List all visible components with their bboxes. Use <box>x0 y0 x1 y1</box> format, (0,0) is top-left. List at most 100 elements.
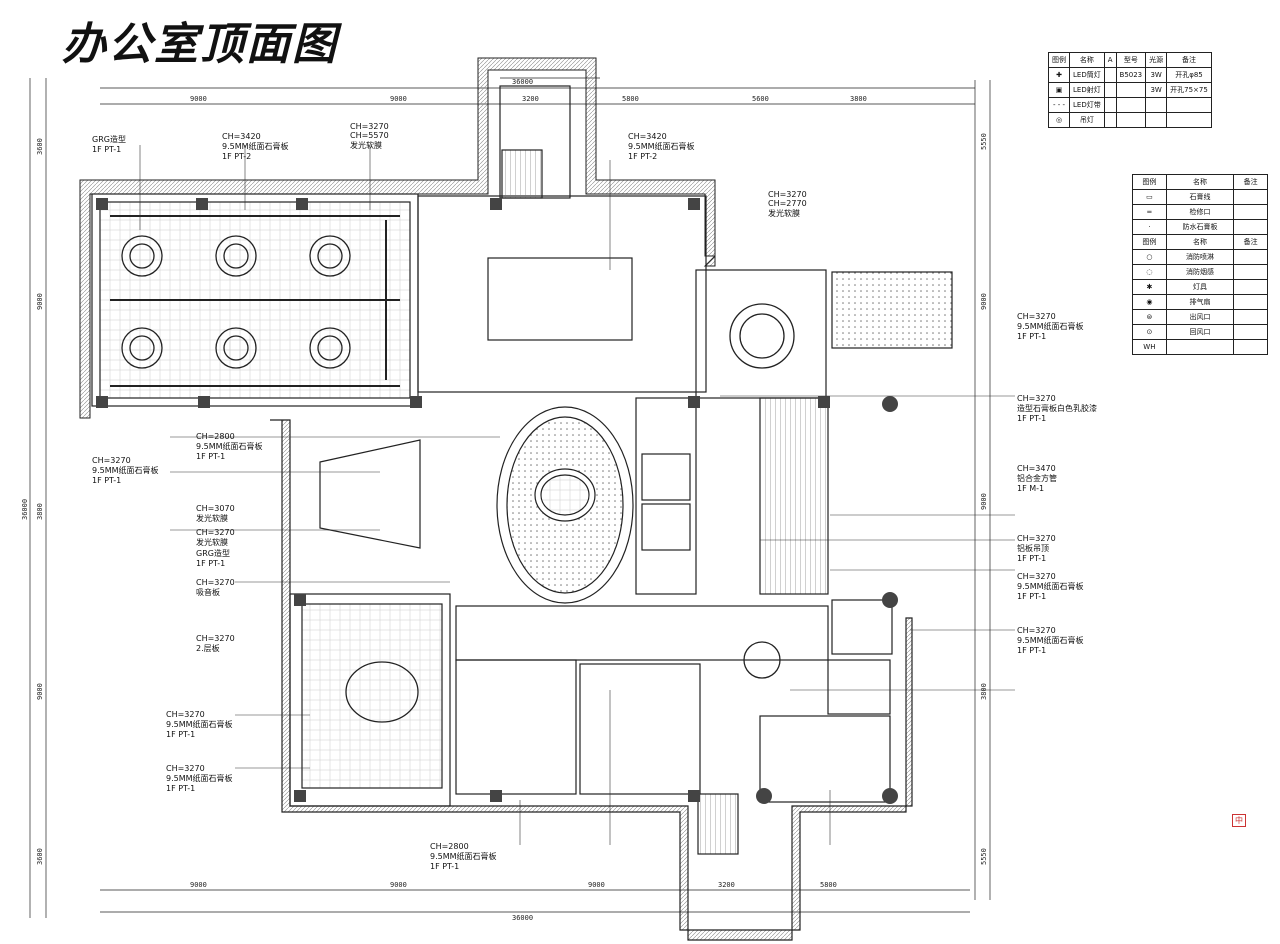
legend-cell: 回风口 <box>1165 324 1235 340</box>
legend-cell <box>1145 97 1168 113</box>
callout-left-7: CH=3270 2.层板 <box>196 634 235 654</box>
callout-ch3270-b: CH=3270 CH=2770 发光软膜 <box>768 190 807 219</box>
callout-grg: GRG造型 1F PT-1 <box>92 134 126 154</box>
callout-line: 1F PT-1 <box>166 784 196 793</box>
dim-right-0: 5550 <box>980 133 988 150</box>
callout-line: 铝合金方管 <box>1017 474 1057 483</box>
dim-top-2: 9000 <box>390 95 407 103</box>
callout-line: 1F PT-1 <box>196 452 226 461</box>
callout-line: 1F PT-1 <box>1017 414 1047 423</box>
legend-cell: 排气扇 <box>1165 294 1235 310</box>
legend-cell: LED射灯 <box>1069 82 1105 98</box>
callout-line: CH=5570 <box>350 131 389 140</box>
legend-cell: 3W <box>1145 82 1168 98</box>
callout-line: 1F PT-1 <box>1017 646 1047 655</box>
callout-line: CH=3420 <box>222 132 261 141</box>
callout-line: CH=3270 <box>768 190 807 199</box>
wh-symbol: WH <box>1132 339 1167 355</box>
callout-line: CH=3270 <box>92 456 131 465</box>
callout-left-6: CH=3270 吸音板 <box>196 578 235 598</box>
legend-cell <box>1233 279 1268 295</box>
legend-cell <box>1233 294 1268 310</box>
callout-ch3420-a: CH=3420 9.5MM纸面石膏板 1F PT-2 <box>222 132 289 161</box>
dim-bottom-3: 3200 <box>718 881 735 889</box>
callout-line: 9.5MM纸面石膏板 <box>92 466 159 475</box>
legend-cell: 吊灯 <box>1069 112 1105 128</box>
dim-left-0: 3600 <box>36 138 44 155</box>
callout-line: CH=2800 <box>430 842 469 851</box>
dim-right-3: 3800 <box>980 683 988 700</box>
legend-header: A <box>1103 52 1117 68</box>
legend-cell <box>1233 264 1268 280</box>
building-outline <box>79 57 716 419</box>
dim-bottom-0: 9000 <box>190 881 207 889</box>
callout-left-5: GRG造型 1F PT-1 <box>196 548 230 568</box>
legend-cell <box>1103 67 1117 83</box>
callout-line: CH=3270 <box>1017 394 1056 403</box>
legend-cell <box>1103 97 1117 113</box>
legend-header: 图例 <box>1048 52 1070 68</box>
legend-header: 备注 <box>1233 234 1268 250</box>
return-air-icon: ⊙ <box>1132 324 1167 340</box>
callout-line: CH=2770 <box>768 199 807 208</box>
air-outlet-icon: ⊜ <box>1132 309 1167 325</box>
callout-line: 1F PT-1 <box>92 476 122 485</box>
callout-line: 1F M-1 <box>1017 484 1045 493</box>
watermark-logo: 中 <box>1232 814 1246 827</box>
light-strips <box>110 215 400 387</box>
smoke-detector-icon: ◌ <box>1132 264 1167 280</box>
dim-bottom-5: 36000 <box>512 914 533 922</box>
callout-left-1: CH=2800 9.5MM纸面石膏板 1F PT-1 <box>196 432 263 461</box>
dimension-text-left: 3600 9000 3800 9000 3600 36000 <box>21 138 44 865</box>
legend-cell <box>1115 97 1147 113</box>
exhaust-fan-icon: ◉ <box>1132 294 1167 310</box>
callout-line: 发光软膜 <box>196 514 228 523</box>
dim-left-2: 3800 <box>36 503 44 520</box>
dash-line-icon: - - - <box>1048 97 1070 113</box>
callout-line: 1F PT-2 <box>222 152 252 161</box>
callout-right-1: CH=3270 9.5MM纸面石膏板 1F PT-1 <box>1017 312 1084 341</box>
legend-table-top: 图例 名称 A 型号 光源 备注 ✚ LED筒灯 B5023 3W 开孔φ85 … <box>1048 52 1212 128</box>
legend-cell: 消防烟感 <box>1165 264 1235 280</box>
callout-line: 9.5MM纸面石膏板 <box>222 142 289 151</box>
legend-cell: LED灯带 <box>1069 97 1105 113</box>
sprinkler-icon: ○ <box>1132 249 1167 265</box>
callout-left-4: CH=3270 发光软膜 <box>196 528 235 548</box>
dim-top-1: 9000 <box>190 95 207 103</box>
legend-cell: 检修口 <box>1165 204 1235 220</box>
callout-left-9: CH=3270 9.5MM纸面石膏板 1F PT-1 <box>166 764 233 793</box>
dim-top-0: 36000 <box>512 78 533 86</box>
callout-line: CH=3070 <box>196 504 235 513</box>
legend-cell <box>1233 309 1268 325</box>
dim-left-4: 3600 <box>36 848 44 865</box>
callout-right-6: CH=3270 9.5MM纸面石膏板 1F PT-1 <box>1017 626 1084 655</box>
callout-line: 9.5MM纸面石膏板 <box>1017 582 1084 591</box>
dimension-text-right: 5550 9000 9000 3800 5550 <box>980 133 988 865</box>
callout-line: 9.5MM纸面石膏板 <box>430 852 497 861</box>
callout-ch3270-a: CH=3270 CH=5570 发光软膜 <box>350 122 389 151</box>
rect-icon: ▭ <box>1132 189 1167 205</box>
callout-right-5: CH=3270 9.5MM纸面石膏板 1F PT-1 <box>1017 572 1084 601</box>
dim-top-5: 5600 <box>752 95 769 103</box>
legend-cell <box>1233 339 1268 355</box>
legend-cell <box>1166 97 1212 113</box>
callout-line: 发光软膜 <box>196 538 228 547</box>
dimension-text-bottom: 9000 9000 9000 3200 5800 36000 <box>190 881 837 922</box>
legend-cell: 开孔φ85 <box>1166 67 1212 83</box>
callout-line: 1F PT-1 <box>92 145 122 154</box>
dim-right-1: 9000 <box>980 293 988 310</box>
callout-line: 1F PT-2 <box>628 152 658 161</box>
legend-header: 名称 <box>1069 52 1105 68</box>
callout-line: CH=3470 <box>1017 464 1056 473</box>
legend-cell <box>1233 249 1268 265</box>
plus-icon: ✚ <box>1048 67 1070 83</box>
callout-left-3: CH=3070 发光软膜 <box>196 504 235 524</box>
legend-cell <box>1165 339 1235 355</box>
legend-cell <box>1103 82 1117 98</box>
drawing-title: 办公室顶面图 <box>62 19 338 70</box>
callout-line: 造型石膏板白色乳胶漆 <box>1017 404 1097 413</box>
callout-ch3420-b: CH=3420 9.5MM纸面石膏板 1F PT-2 <box>628 132 695 161</box>
callout-line: 9.5MM纸面石膏板 <box>1017 322 1084 331</box>
legend-cell: 3W <box>1145 67 1168 83</box>
